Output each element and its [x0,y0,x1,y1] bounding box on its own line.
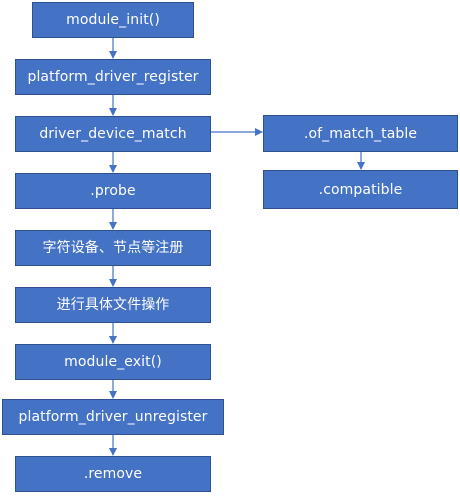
node-module-init: module_init() [32,2,194,38]
node-remove: .remove [15,456,211,492]
node-platform-driver-unregister: platform_driver_unregister [2,399,224,435]
node-register-char-device: 字符设备、节点等注册 [15,230,211,266]
node-platform-driver-register: platform_driver_register [15,59,211,95]
node-file-operations: 进行具体文件操作 [15,287,211,323]
node-driver-device-match: driver_device_match [15,116,211,152]
node-compatible: .compatible [263,170,458,209]
node-of-match-table: .of_match_table [263,115,458,152]
node-module-exit: module_exit() [15,344,211,380]
node-probe: .probe [15,173,211,209]
